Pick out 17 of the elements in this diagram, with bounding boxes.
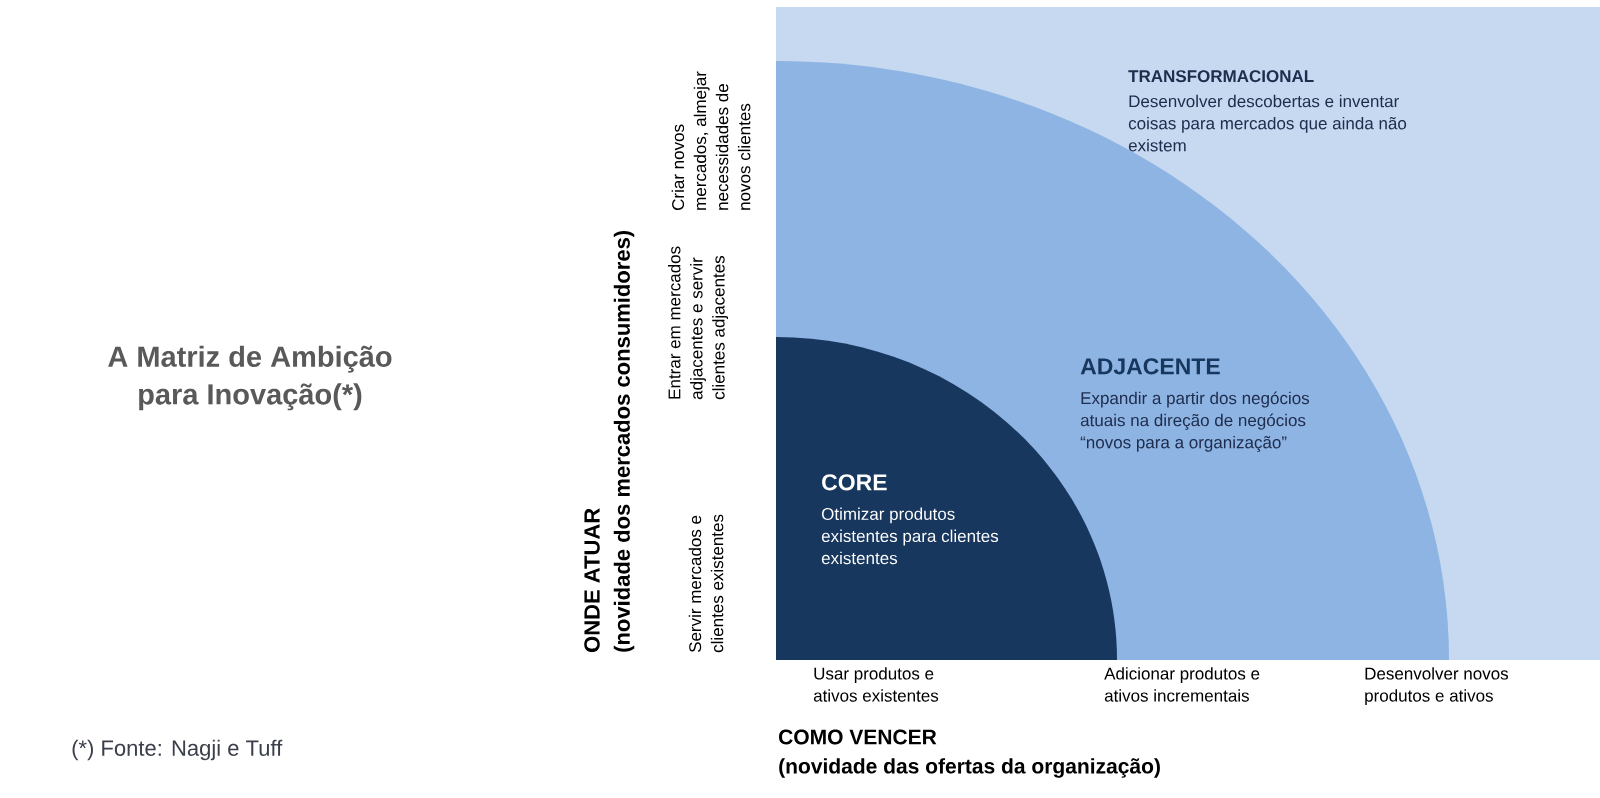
quadrant-description: Expandir a partir dos negócios atuais na direção de negócios “novos para a organização” [1080,391,1310,452]
caption: (*) Fonte: Nagji e Tuff [72,739,283,761]
axis-label: Desenvolver novos produtos e ativos [1365,667,1509,706]
title: A Matriz de Ambição para Inovação(*) [108,345,392,411]
quadrant-description: Otimizar produtos existentes para clientes existentes [821,507,999,565]
axis-label: Adicionar produtos e ativos incrementais [1104,667,1260,702]
axis-label: Entrar em mercados adjacentes e servir clientes adjacentes [668,246,729,400]
axis-label: Criar novos mercados, almejar necessidades de novos clientes [671,71,751,210]
axis-title: (novidade das ofertas da organização) [779,758,1160,778]
quadrant-heading: TRANSFORMACIONAL [1128,70,1314,83]
axis-label: Servir mercados e clientes existentes [688,514,724,653]
quadrant-description: Desenvolver descobertas e inventar coisas para mercados que ainda não existem [1128,94,1407,152]
axis-title: COMO VENCER [779,729,937,745]
axis-title: (novidade dos mercados consumidores) [613,230,635,652]
quadrant-heading: ADJACENTE [1080,358,1220,375]
axis-title: ONDE ATUAR [584,508,600,652]
quadrant-heading: CORE [822,474,887,491]
